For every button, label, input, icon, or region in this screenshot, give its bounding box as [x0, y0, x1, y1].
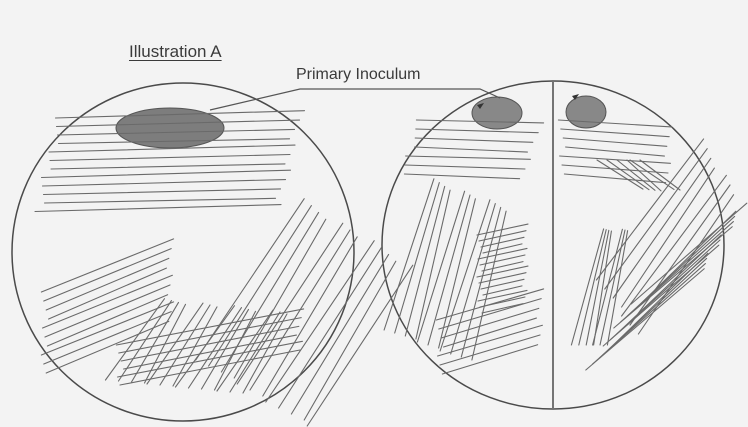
streak-line	[561, 129, 669, 137]
streak-line	[35, 205, 281, 212]
streak-line	[415, 138, 533, 142]
streak-line	[395, 183, 440, 333]
streak-line	[441, 308, 539, 338]
streak-line	[405, 186, 444, 336]
streak-line	[405, 165, 525, 169]
streak-line	[594, 231, 612, 345]
streak-line	[45, 198, 276, 203]
streak-line	[237, 223, 343, 384]
streak-line	[566, 147, 665, 156]
streak-line	[50, 155, 290, 161]
streak-line	[439, 299, 541, 329]
streak-lines	[35, 111, 747, 426]
streak-line	[442, 345, 537, 374]
streak-line	[44, 189, 281, 195]
streak-line	[478, 248, 527, 259]
illustration-title: Illustration A	[129, 42, 222, 62]
streak-line	[563, 138, 667, 146]
streak-line	[630, 185, 730, 325]
primary-inoculum-label: Primary Inoculum	[296, 66, 420, 84]
streak-line	[404, 174, 519, 179]
primary-inoculum-right-half	[566, 96, 606, 128]
streak-line	[51, 164, 285, 169]
primary-inoculum-left-half	[472, 97, 522, 129]
streak-line	[43, 180, 286, 186]
streak-line	[415, 147, 528, 152]
streak-line	[631, 203, 747, 304]
streak-line	[571, 229, 603, 345]
streak-line	[638, 195, 733, 334]
streak-line	[147, 303, 203, 384]
streak-line	[438, 325, 543, 356]
callout-line	[210, 89, 500, 110]
streak-line	[217, 310, 273, 391]
streak-line	[119, 318, 301, 353]
streak-line	[479, 273, 526, 283]
streak-line	[106, 299, 165, 380]
streak-line	[451, 204, 496, 354]
streak-line	[560, 156, 671, 163]
streak-line	[406, 156, 531, 159]
streak-line	[42, 170, 291, 177]
streak-line	[417, 191, 464, 342]
streak-line	[640, 160, 680, 190]
streak-line	[416, 129, 538, 133]
streak-line	[622, 168, 715, 307]
streak-line	[416, 190, 450, 339]
